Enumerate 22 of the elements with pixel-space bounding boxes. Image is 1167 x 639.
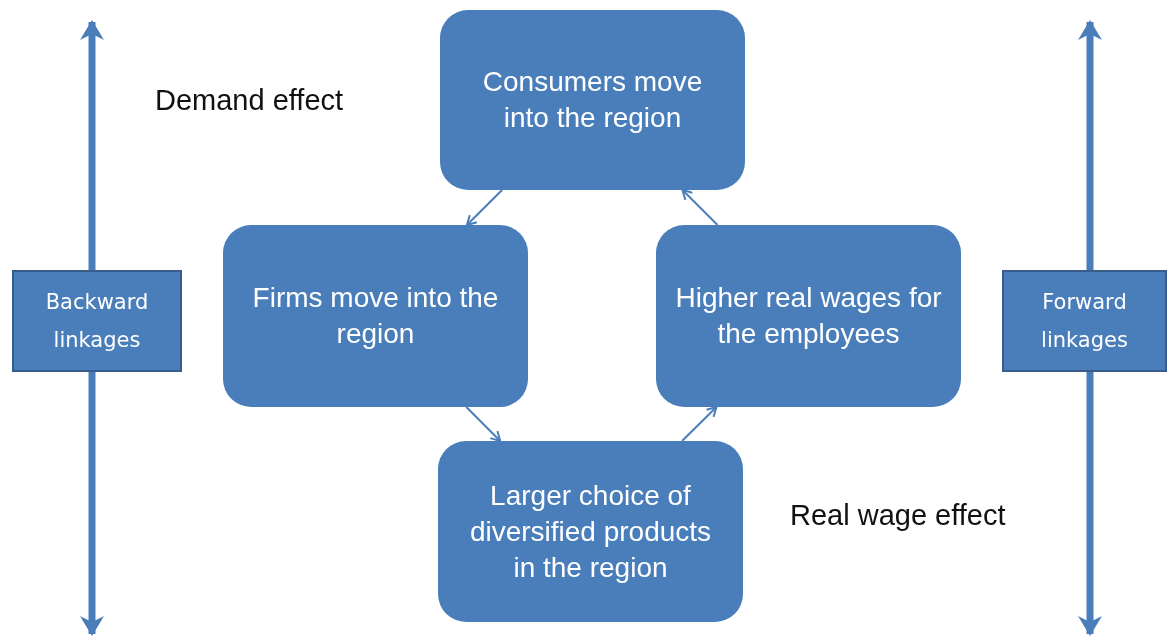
box-text: Larger choice of diversified products in the region [468,478,713,585]
box-text: Firms move into the region [251,281,500,351]
linkage-arrow [1078,372,1102,636]
box-text: Consumers move into the region [481,65,704,135]
box-text: Higher real wages for the employees [674,281,943,351]
arrow [681,189,719,226]
arrow [465,189,504,226]
effect-label: Real wage effect [790,499,1006,532]
process-box [440,10,745,190]
effect-label: Demand effect [155,84,344,117]
linkage-arrow [1078,20,1102,270]
process-box [656,225,961,407]
box-text: Backward linkages [44,289,150,354]
linkage-box [1002,270,1167,372]
process-box [223,225,528,407]
linkage-arrow [80,372,104,636]
process-box [438,441,743,622]
linkage-box [12,270,182,372]
arrow [681,406,718,442]
arrow [465,406,502,442]
box-text: Forward linkages [1040,289,1129,354]
linkage-arrow [80,20,104,270]
